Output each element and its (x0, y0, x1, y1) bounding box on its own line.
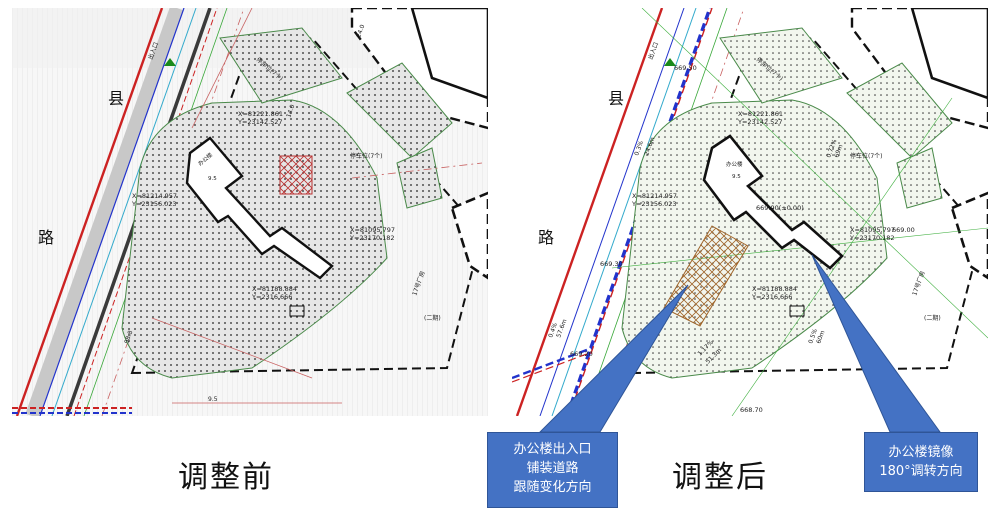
dim-98-8: 98.8 (123, 330, 134, 345)
slope-4: 69m (833, 143, 844, 158)
callout-entrance-line-1: 办公楼出入口 (513, 442, 592, 457)
elev-669-20: 669.20 (570, 350, 593, 358)
callout-mirror-line-2: 180°调转方向 (879, 464, 963, 479)
neighbor-label-2: (二期) (424, 314, 441, 322)
elev-669-90: 669.90(±0.00) (756, 204, 804, 212)
slope-1: 0.3% (633, 140, 645, 157)
coord-right-y-after: Y=23170.182 (849, 234, 895, 242)
dim-24: 24.0 (355, 24, 366, 39)
coord-left-y-after: Y=23156.023 (631, 200, 677, 208)
parking-label-2: 停车位(7个) (350, 152, 383, 160)
coord-left-y: Y=23156.023 (131, 200, 177, 208)
road-char-1: 县 (108, 89, 124, 108)
callout-mirror: 办公楼镜像 180°调转方向 (864, 432, 978, 492)
site-plan-before: 县 路 出入口 停车位(7个) 停车位(7个) 办公楼 9.5 X=81221.… (12, 8, 488, 416)
road-char-1-after: 县 (608, 89, 624, 108)
coord-right-y: Y=23170.182 (349, 234, 395, 242)
caption-before: 调整前 (178, 460, 274, 495)
site-plan-after: 县 路 出入口 停车位(7个) 停车位(7个) 办公楼 9.5 X=81221.… (512, 8, 988, 416)
coord-top-y: Y=23142.527 (237, 118, 283, 126)
elev-669-50: 669.50 (674, 64, 697, 72)
coord-right-x-after: X=81095.797 (850, 226, 895, 234)
callout-entrance: 办公楼出入口 铺装道路 跟随变化方向 (487, 432, 618, 508)
coord-bottom-x-after: X=81188.884 (752, 285, 797, 293)
site-plan-before-drawing: 县 路 出入口 停车位(7个) 停车位(7个) 办公楼 9.5 X=81221.… (12, 8, 488, 416)
parking-label-2-after: 停车位(7个) (850, 152, 883, 160)
building-label-after: 办公楼 (726, 160, 743, 168)
elev-668-70: 668.70 (740, 406, 763, 414)
coord-right-x: X=81095.797 (350, 226, 395, 234)
caption-after: 调整后 (672, 460, 768, 495)
coord-top-x-after: X=81221.861 (738, 110, 783, 118)
coord-bottom-y-after: Y=2316.666 (751, 293, 792, 301)
building-height-after: 9.5 (732, 174, 741, 180)
callout-mirror-line-1: 办公楼镜像 (888, 445, 954, 460)
neighbor-label-2-after: (二期) (924, 314, 941, 322)
callout-entrance-line-3: 跟随变化方向 (513, 480, 592, 495)
coord-bottom-y: Y=2316.666 (251, 293, 292, 301)
coord-top-y-after: Y=23142.527 (737, 118, 783, 126)
elev-669-30: 669.30 (600, 260, 623, 268)
road-char-2-after: 路 (538, 228, 554, 247)
coord-left-x: X=81214.957 (132, 192, 177, 200)
coord-left-x-after: X=81214.957 (632, 192, 677, 200)
building-height: 9.5 (208, 176, 217, 182)
dim-14: 14.0 (285, 104, 296, 119)
dim-9-5: 9.5 (208, 396, 218, 403)
elev-669-00: 669.00 (892, 226, 915, 234)
coord-top-x: X=81221.861 (238, 110, 283, 118)
road-char-2: 路 (38, 228, 54, 247)
site-plan-after-drawing: 县 路 出入口 停车位(7个) 停车位(7个) 办公楼 9.5 X=81221.… (512, 8, 988, 416)
coord-bottom-x: X=81188.884 (252, 285, 297, 293)
callout-entrance-line-2: 铺装道路 (526, 461, 579, 476)
